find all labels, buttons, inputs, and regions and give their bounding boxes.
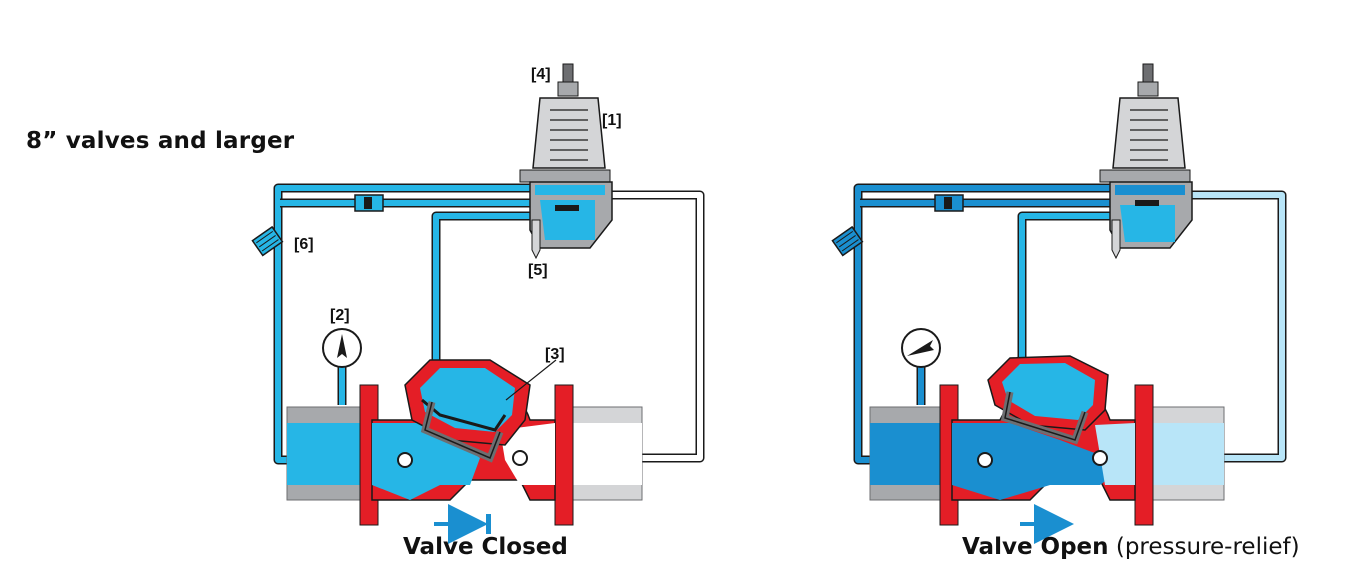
caption-open-subtext: (pressure-relief) — [1115, 534, 1300, 560]
left-main-valve — [359, 359, 574, 526]
callout-3: [3] — [545, 346, 565, 363]
callout-1: [1] — [602, 112, 622, 129]
left-gauge-icon — [322, 328, 362, 368]
right-main-valve — [939, 355, 1154, 526]
caption-valve-closed: Valve Closed — [403, 534, 568, 560]
callout-6: [6] — [294, 236, 314, 253]
callout-3-leader — [505, 359, 557, 401]
caption-open-text: Valve Open — [962, 534, 1109, 560]
right-strainer-icon — [831, 225, 864, 257]
right-pilot-valve — [1099, 63, 1193, 260]
left-strainer-icon — [251, 225, 284, 257]
right-gauge-icon — [901, 328, 941, 368]
right-pipes — [869, 406, 1225, 501]
callout-2: [2] — [330, 307, 350, 324]
left-check-valve-icon — [354, 194, 384, 212]
caption-closed-text: Valve Closed — [403, 534, 568, 560]
open-valve-diagram — [831, 63, 1287, 544]
left-flow-arrow-icon — [434, 504, 491, 544]
closed-valve-diagram — [251, 63, 705, 544]
callout-4: [4] — [531, 66, 551, 83]
right-check-valve-icon — [934, 194, 964, 212]
page-heading: 8” valves and larger — [26, 128, 295, 154]
callout-5: [5] — [528, 262, 548, 279]
caption-valve-open: Valve Open (pressure-relief) — [962, 534, 1300, 560]
left-pilot-valve — [519, 63, 613, 260]
